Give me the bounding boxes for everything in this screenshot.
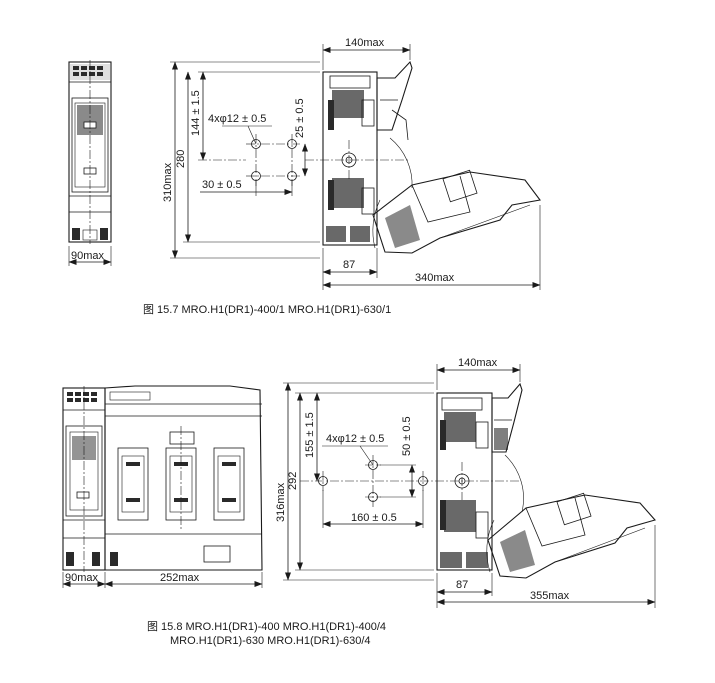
mounting-hole-pattern-2: 4xφ12 ± 0.5: [318, 433, 428, 507]
figure-15-7: 90max: [68, 37, 541, 316]
dim-width-front: 90max: [71, 250, 105, 262]
dim-hole-pitch-v-2: 50 ± 0.5: [401, 416, 413, 456]
side-view-switch-4pole: [300, 382, 656, 579]
dim-base-depth-2: 87: [456, 579, 468, 591]
dim-open-depth: 340max: [415, 272, 455, 284]
dim-hole-pitch-h: 30 ± 0.5: [202, 179, 242, 191]
dimensions-side-view: 140max 310max 280 144 ± 1.5 25 ± 0.5 30 …: [162, 37, 541, 290]
dim-width-module: 90max: [65, 572, 99, 584]
dim-open-depth-2: 355max: [530, 590, 570, 602]
front-view-module: 90max: [68, 60, 112, 266]
caption-figure-15-7: 图 15.7 MRO.H1(DR1)-400/1 MRO.H1(DR1)-630…: [143, 303, 391, 316]
dim-hole-pitch-v: 25 ± 0.5: [294, 98, 306, 138]
mounting-hole-pattern: 4xφ12 ± 0.5: [198, 113, 302, 186]
dim-mount-offset: 144 ± 1.5: [190, 90, 202, 136]
dim-height-overall-2: 316max: [275, 482, 287, 522]
front-view-assembly: 90max 252max: [62, 385, 263, 588]
dim-height-base-2: 292: [287, 472, 299, 490]
dim-mount-offset-2: 155 ± 1.5: [304, 412, 316, 458]
dim-hole-spec: 4xφ12 ± 0.5: [208, 113, 266, 125]
dimensions-side-view-2: 140max 316max 292 155 ± 1.5 50 ± 0.5 160…: [275, 357, 656, 608]
dim-height-overall: 310max: [162, 162, 174, 202]
dim-width-3pole: 252max: [160, 572, 200, 584]
dim-hole-pitch-h-2: 160 ± 0.5: [351, 512, 397, 524]
dim-height-base: 280: [175, 150, 187, 168]
caption-figure-15-8-line1: 图 15.8 MRO.H1(DR1)-400 MRO.H1(DR1)-400/4: [147, 620, 386, 633]
dim-depth-top-2: 140max: [458, 357, 498, 369]
caption-figure-15-8-line2: MRO.H1(DR1)-630 MRO.H1(DR1)-630/4: [170, 635, 371, 647]
dim-depth-top: 140max: [345, 37, 385, 49]
dim-base-depth: 87: [343, 259, 355, 271]
figure-15-8: 90max 252max: [62, 357, 656, 647]
dim-hole-spec-2: 4xφ12 ± 0.5: [326, 433, 384, 445]
side-view-switch: [305, 60, 541, 254]
